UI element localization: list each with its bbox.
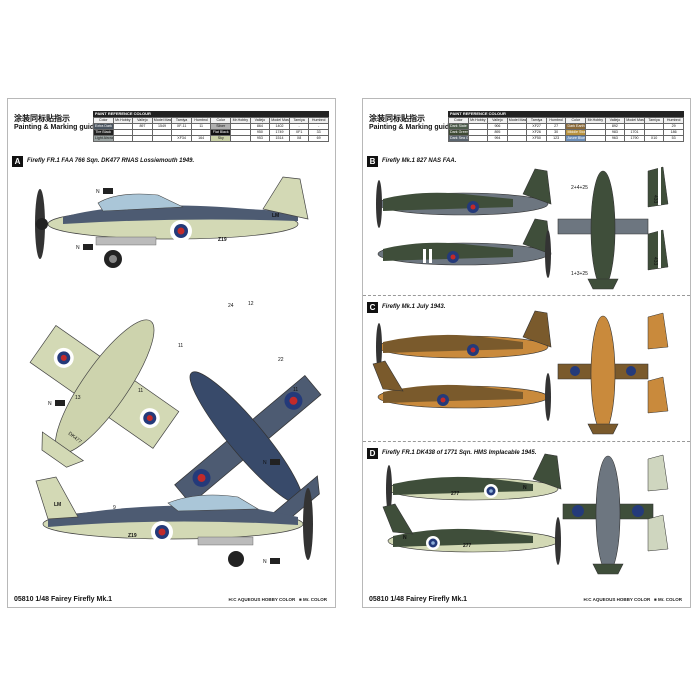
svg-text:11: 11	[138, 388, 143, 394]
aircraft-b-side-view-1	[376, 168, 552, 228]
d-code-2: 277	[463, 543, 472, 549]
aircraft-b-side-view-2	[377, 218, 552, 278]
b-tail-code-2: 433	[652, 257, 658, 266]
aircraft-d-tail-views	[647, 454, 669, 552]
svg-text:9: 9	[113, 505, 116, 511]
left-code-bottom: LM	[54, 502, 61, 508]
section-a-header: A Firefly FR.1 FAA 766 Sqn. DK477 RNAS L…	[12, 155, 194, 167]
left-code-top: LM	[272, 213, 279, 219]
legend-aqueous: H:C AQUEOUS HOBBY COLOR	[583, 597, 651, 602]
aircraft-a-side-view	[35, 176, 309, 268]
svg-text:N: N	[263, 460, 267, 466]
aircraft-a-top-view	[174, 371, 322, 521]
b-decal-callout-2: 1+3+25	[571, 271, 588, 277]
section-b-caption: Firefly Mk.1 827 NAS FAA.	[382, 158, 457, 164]
svg-text:N: N	[263, 559, 267, 565]
paint-reference-title-right: PAINT REFERENCE COLOUR	[448, 111, 684, 117]
aircraft-c-top-view	[557, 315, 649, 435]
paint-code: 53	[663, 135, 684, 142]
svg-text:N: N	[48, 401, 52, 407]
left-serial-bottom: Z19	[128, 533, 137, 539]
legend-aqueous: H:C AQUEOUS HOBBY COLOR	[228, 597, 296, 602]
d-code-1: 277	[451, 491, 460, 497]
section-c-letter: C	[367, 301, 378, 313]
aircraft-b-top-view	[557, 170, 649, 290]
aircraft-a-side-view-2	[35, 476, 313, 567]
svg-text:N: N	[76, 245, 80, 251]
d-letter-1: N	[523, 485, 527, 491]
svg-text:12: 12	[248, 301, 254, 307]
left-serial-top: Z19	[218, 237, 227, 243]
guide-title-en-right: Painting & Marking guide	[369, 124, 454, 131]
svg-text:N: N	[96, 189, 100, 195]
instruction-sheet-left: 涂装同标贴指示 Painting & Marking guide PAINT R…	[7, 98, 336, 608]
paint-code: 69	[308, 135, 329, 142]
section-d-caption: Firefly FR.1 DK438 of 1771 Sqn. HMS Impl…	[382, 450, 537, 456]
aircraft-d-top-view	[562, 455, 654, 575]
section-c-caption: Firefly Mk.1 July 1943.	[382, 304, 446, 310]
decal-callouts-left: N N N N N 24 12 11 11 11 22 13 9	[48, 188, 298, 565]
aircraft-b-tail-views	[647, 166, 669, 271]
section-c-header: C Firefly Mk.1 July 1943.	[367, 301, 445, 313]
section-b-header: B Firefly Mk.1 827 NAS FAA.	[367, 155, 456, 167]
color-legend-right: H:C AQUEOUS HOBBY COLOR ■ Mr. COLOR	[583, 597, 682, 602]
aircraft-c-side-view-1	[376, 310, 552, 371]
aircraft-d-side-view-1	[386, 453, 562, 513]
color-legend-left: H:C AQUEOUS HOBBY COLOR ■ Mr. COLOR	[228, 597, 327, 602]
footer-right: 05810 1/48 Fairey Firefly Mk.1	[369, 596, 468, 603]
legend-mr-color: ■ Mr. COLOR	[654, 597, 682, 602]
guide-title-cn-right: 涂装同标贴指示	[369, 114, 425, 123]
aircraft-c-tail-views	[647, 312, 669, 414]
svg-text:11: 11	[178, 343, 183, 349]
section-divider	[363, 441, 690, 442]
d-letter-2: N	[403, 535, 407, 541]
svg-text:22: 22	[278, 357, 284, 363]
svg-text:13: 13	[75, 395, 81, 401]
section-divider	[363, 295, 690, 296]
paint-row: Dark Sea Grey994XF50123Azure Blue9631790…	[448, 135, 684, 142]
legend-mr-color: ■ Mr. COLOR	[299, 597, 327, 602]
b-tail-code-1: 433	[652, 195, 658, 204]
section-d-header: D Firefly FR.1 DK438 of 1771 Sqn. HMS Im…	[367, 447, 536, 459]
svg-text:11: 11	[293, 387, 298, 393]
instruction-sheet-right: 涂装同标贴指示 Painting & Marking guide PAINT R…	[362, 98, 691, 608]
svg-text:24: 24	[228, 303, 234, 309]
aircraft-a-underside-view	[29, 319, 180, 468]
section-d-letter: D	[367, 447, 378, 459]
footer-left: 05810 1/48 Fairey Firefly Mk.1	[14, 596, 113, 603]
section-b-letter: B	[367, 155, 378, 167]
section-a-letter: A	[12, 155, 23, 167]
guide-title-cn: 涂装同标贴指示	[14, 114, 70, 123]
aircraft-d-side-view-2	[382, 503, 561, 565]
paint-row: Light Aircraft GreyXF34164Sky9531514X869	[93, 135, 329, 142]
left-aircraft-artwork: LM Z19 LM Z19	[29, 176, 322, 567]
b-decal-callout-1: 2+4+25	[571, 185, 588, 191]
aircraft-c-side-view-2	[372, 360, 551, 421]
guide-title-en: Painting & Marking guide	[14, 124, 99, 131]
section-a-caption: Firefly FR.1 FAA 766 Sqn. DK477 RNAS Los…	[27, 158, 195, 164]
paint-reference-title: PAINT REFERENCE COLOUR	[93, 111, 329, 117]
right-aircraft-artwork: 433 433 2+4+25 1+3+25	[372, 166, 669, 575]
